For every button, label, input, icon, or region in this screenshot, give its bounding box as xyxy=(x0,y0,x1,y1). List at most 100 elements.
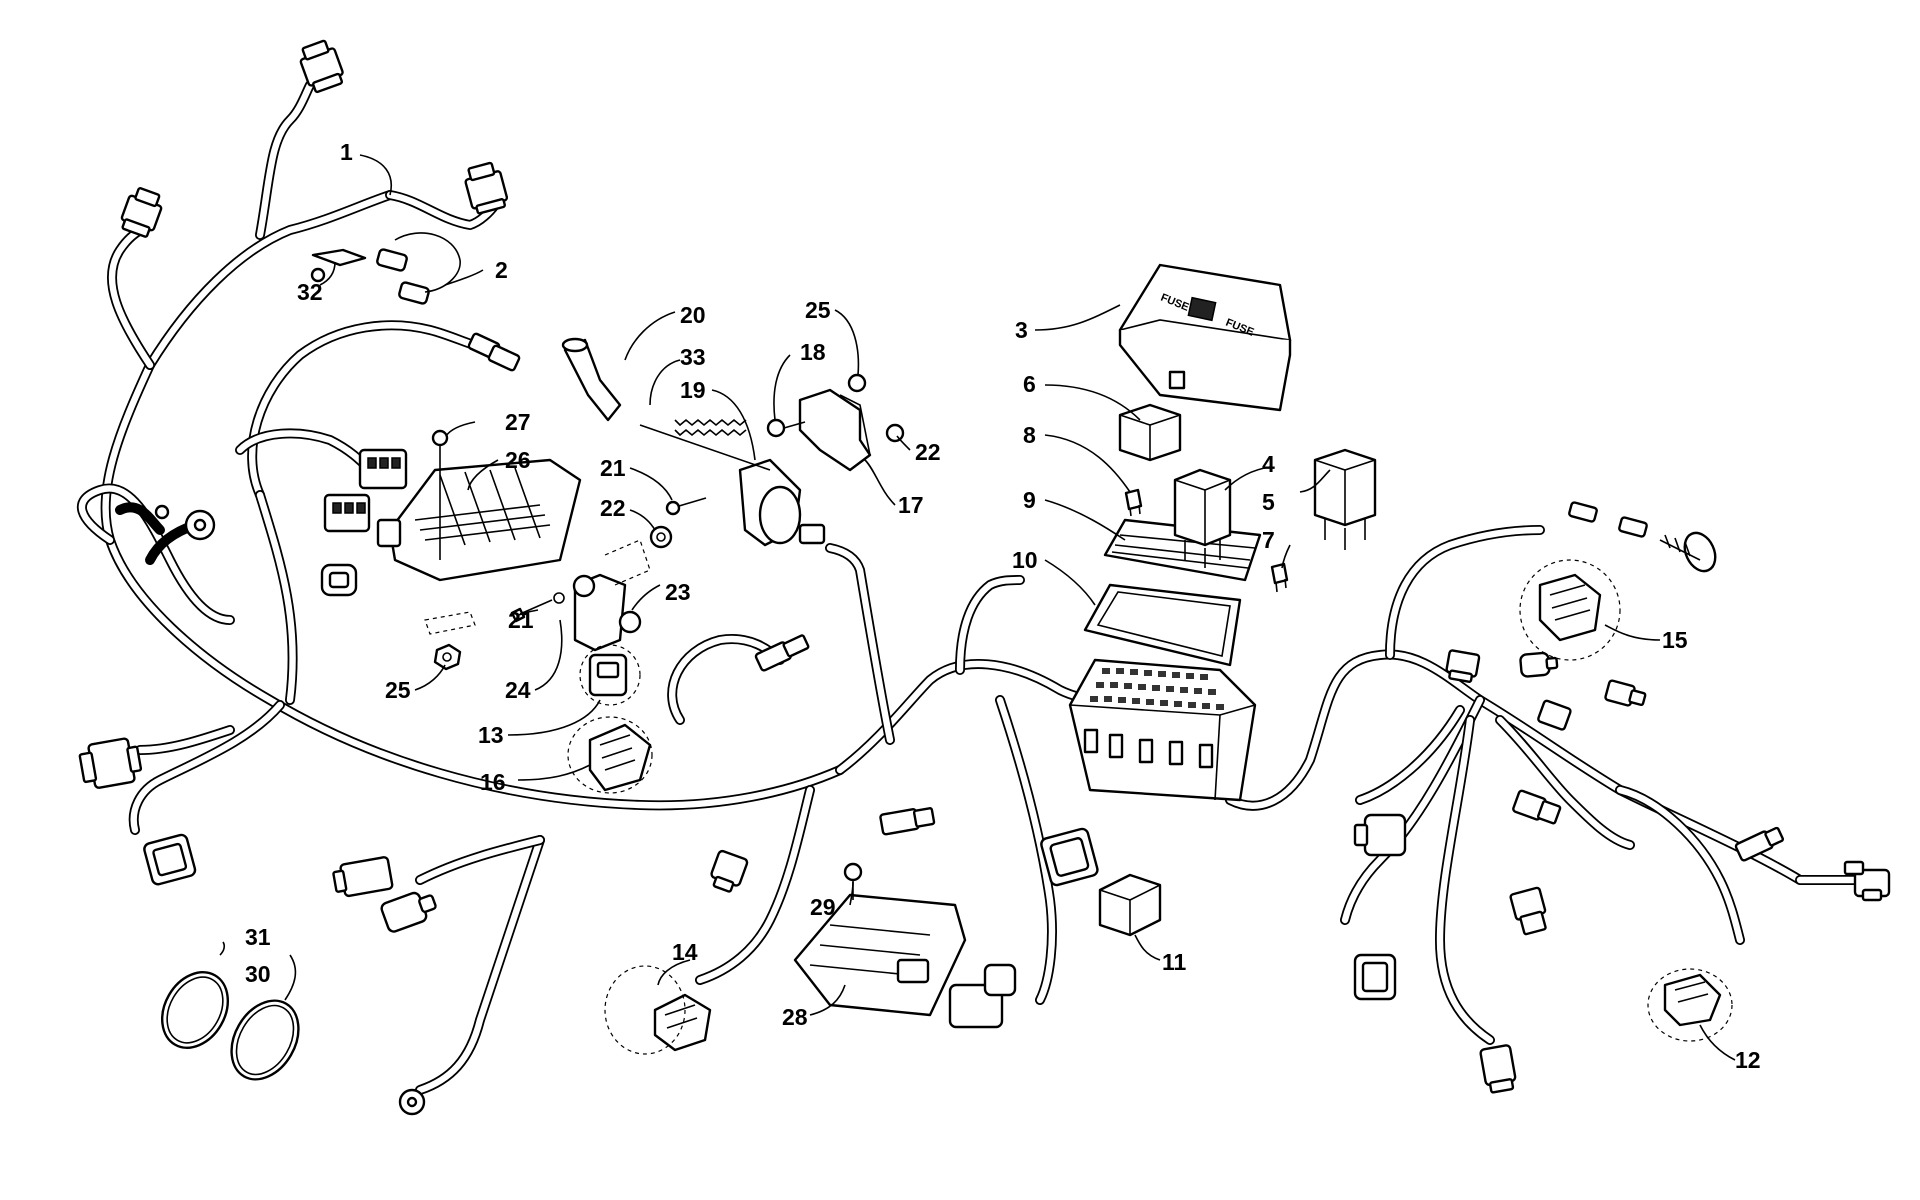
harness-main-trunk-inner xyxy=(102,361,844,809)
connector-far-right xyxy=(1843,860,1891,902)
callout-25-upper: 25 xyxy=(805,297,831,323)
regulator-nut-25 xyxy=(433,643,462,671)
fuse-box-clips xyxy=(1083,728,1214,769)
plunger-rod xyxy=(639,424,771,471)
relay-11 xyxy=(1098,873,1162,937)
harness-right-span xyxy=(1225,649,1805,885)
connector-center-right-b xyxy=(948,963,1017,1029)
ground-clip-32 xyxy=(310,248,367,283)
callout-24: 24 xyxy=(505,677,531,703)
callout-26: 26 xyxy=(505,447,531,473)
callout-23: 23 xyxy=(665,579,691,605)
callout-15: 15 xyxy=(1662,627,1688,653)
callout-12: 12 xyxy=(1735,1047,1761,1073)
connector-regulator-a xyxy=(358,448,408,490)
callout-22-lower: 22 xyxy=(600,495,626,521)
fuse-box-base xyxy=(1068,658,1257,802)
callout-33: 33 xyxy=(680,344,706,370)
callout-32: 32 xyxy=(297,279,323,305)
harness-left-branch xyxy=(107,220,155,370)
callout-21-lower: 21 xyxy=(508,607,534,633)
hose-clamp-30 xyxy=(230,999,300,1081)
callout-16: 16 xyxy=(480,769,506,795)
hose-clamp-31 xyxy=(161,971,229,1049)
connector-16 xyxy=(588,723,652,792)
mini-fuse-8 xyxy=(1124,488,1143,517)
fuse-box-gasket xyxy=(1083,583,1242,667)
callout-8: 8 xyxy=(1023,422,1036,448)
callout-4: 4 xyxy=(1262,451,1275,477)
harness-right-upper xyxy=(1385,525,1545,660)
switch-round xyxy=(1659,531,1717,573)
connector-15 xyxy=(1538,573,1602,642)
connector-right-mid-b xyxy=(1512,789,1562,825)
connector-center-top xyxy=(754,634,810,672)
connector-lower-left-b xyxy=(380,891,437,933)
voltage-regulator xyxy=(376,458,582,582)
callout-17: 17 xyxy=(898,492,924,518)
harness-right-span-inner xyxy=(1226,651,1804,884)
connector-right-upper-b xyxy=(1519,651,1559,678)
nut-25-upper xyxy=(847,373,867,393)
ring-terminal-upper xyxy=(154,504,216,541)
mini-fuse-7 xyxy=(1270,562,1289,593)
callout-7: 7 xyxy=(1262,527,1275,553)
connector-lower-left-a xyxy=(332,856,394,898)
relay-small xyxy=(1118,403,1182,462)
harness-connectors xyxy=(78,39,1891,1116)
nut-22-upper xyxy=(885,423,905,443)
harness-right-far xyxy=(1615,785,1745,945)
screw-18 xyxy=(766,418,806,438)
connector-left-mid xyxy=(78,737,143,789)
harness-left-upper-branch xyxy=(145,190,395,370)
connector-12 xyxy=(1663,973,1722,1027)
callout-14: 14 xyxy=(672,939,698,965)
connector-top xyxy=(299,39,344,94)
fuse-box-cover: FUSE FUSE xyxy=(1118,263,1292,412)
callout-20: 20 xyxy=(680,302,706,328)
callout-18: 18 xyxy=(800,339,826,365)
elbow-fitting-20 xyxy=(561,337,622,422)
connector-right-top-b xyxy=(1604,679,1647,707)
connector-upper-right xyxy=(464,161,509,215)
connector-regulator-b xyxy=(323,493,371,533)
solenoid-19 xyxy=(738,458,826,547)
callout-21-upper: 21 xyxy=(600,455,626,481)
callout-28: 28 xyxy=(782,1004,808,1030)
connector-center-mid xyxy=(879,807,936,836)
harness-center-up xyxy=(955,575,1025,675)
washer-22-lower xyxy=(649,525,673,549)
detail-circles xyxy=(567,559,1733,1055)
connector-center-left xyxy=(710,849,749,893)
harness-right-small xyxy=(1355,705,1465,805)
callout-31: 31 xyxy=(245,924,271,950)
connector-regulator-c xyxy=(320,563,358,597)
leader-lines xyxy=(219,154,1736,1061)
bolt-21-upper xyxy=(665,497,707,516)
connector-right-low-b xyxy=(1509,886,1547,936)
harness-lower-drop xyxy=(415,835,545,1095)
connector-right-mid-a xyxy=(1353,813,1407,857)
callout-2: 2 xyxy=(495,257,508,283)
connector-right-upper xyxy=(1445,649,1481,683)
callout-5: 5 xyxy=(1262,489,1275,515)
regulator-bolt-27 xyxy=(431,429,449,560)
callout-30: 30 xyxy=(245,961,271,987)
connector-14 xyxy=(653,993,712,1052)
connector-ring-right xyxy=(467,332,521,372)
wire-harness xyxy=(76,80,1865,1095)
connector-center-right-a xyxy=(1040,827,1099,887)
callout-25-lower: 25 xyxy=(385,677,411,703)
callout-10: 10 xyxy=(1012,547,1038,573)
fuse-box-slots xyxy=(1090,668,1224,710)
callout-19: 19 xyxy=(680,377,706,403)
relay-4 xyxy=(1173,468,1232,568)
callout-labels: 1 2 3 4 5 6 7 8 9 10 11 12 13 14 15 16 1… xyxy=(245,139,1761,1073)
callout-27: 27 xyxy=(505,409,531,435)
connector-upper-left xyxy=(120,187,163,238)
callout-6: 6 xyxy=(1023,371,1036,397)
callout-13: 13 xyxy=(478,722,504,748)
bracket-17 xyxy=(798,388,872,472)
